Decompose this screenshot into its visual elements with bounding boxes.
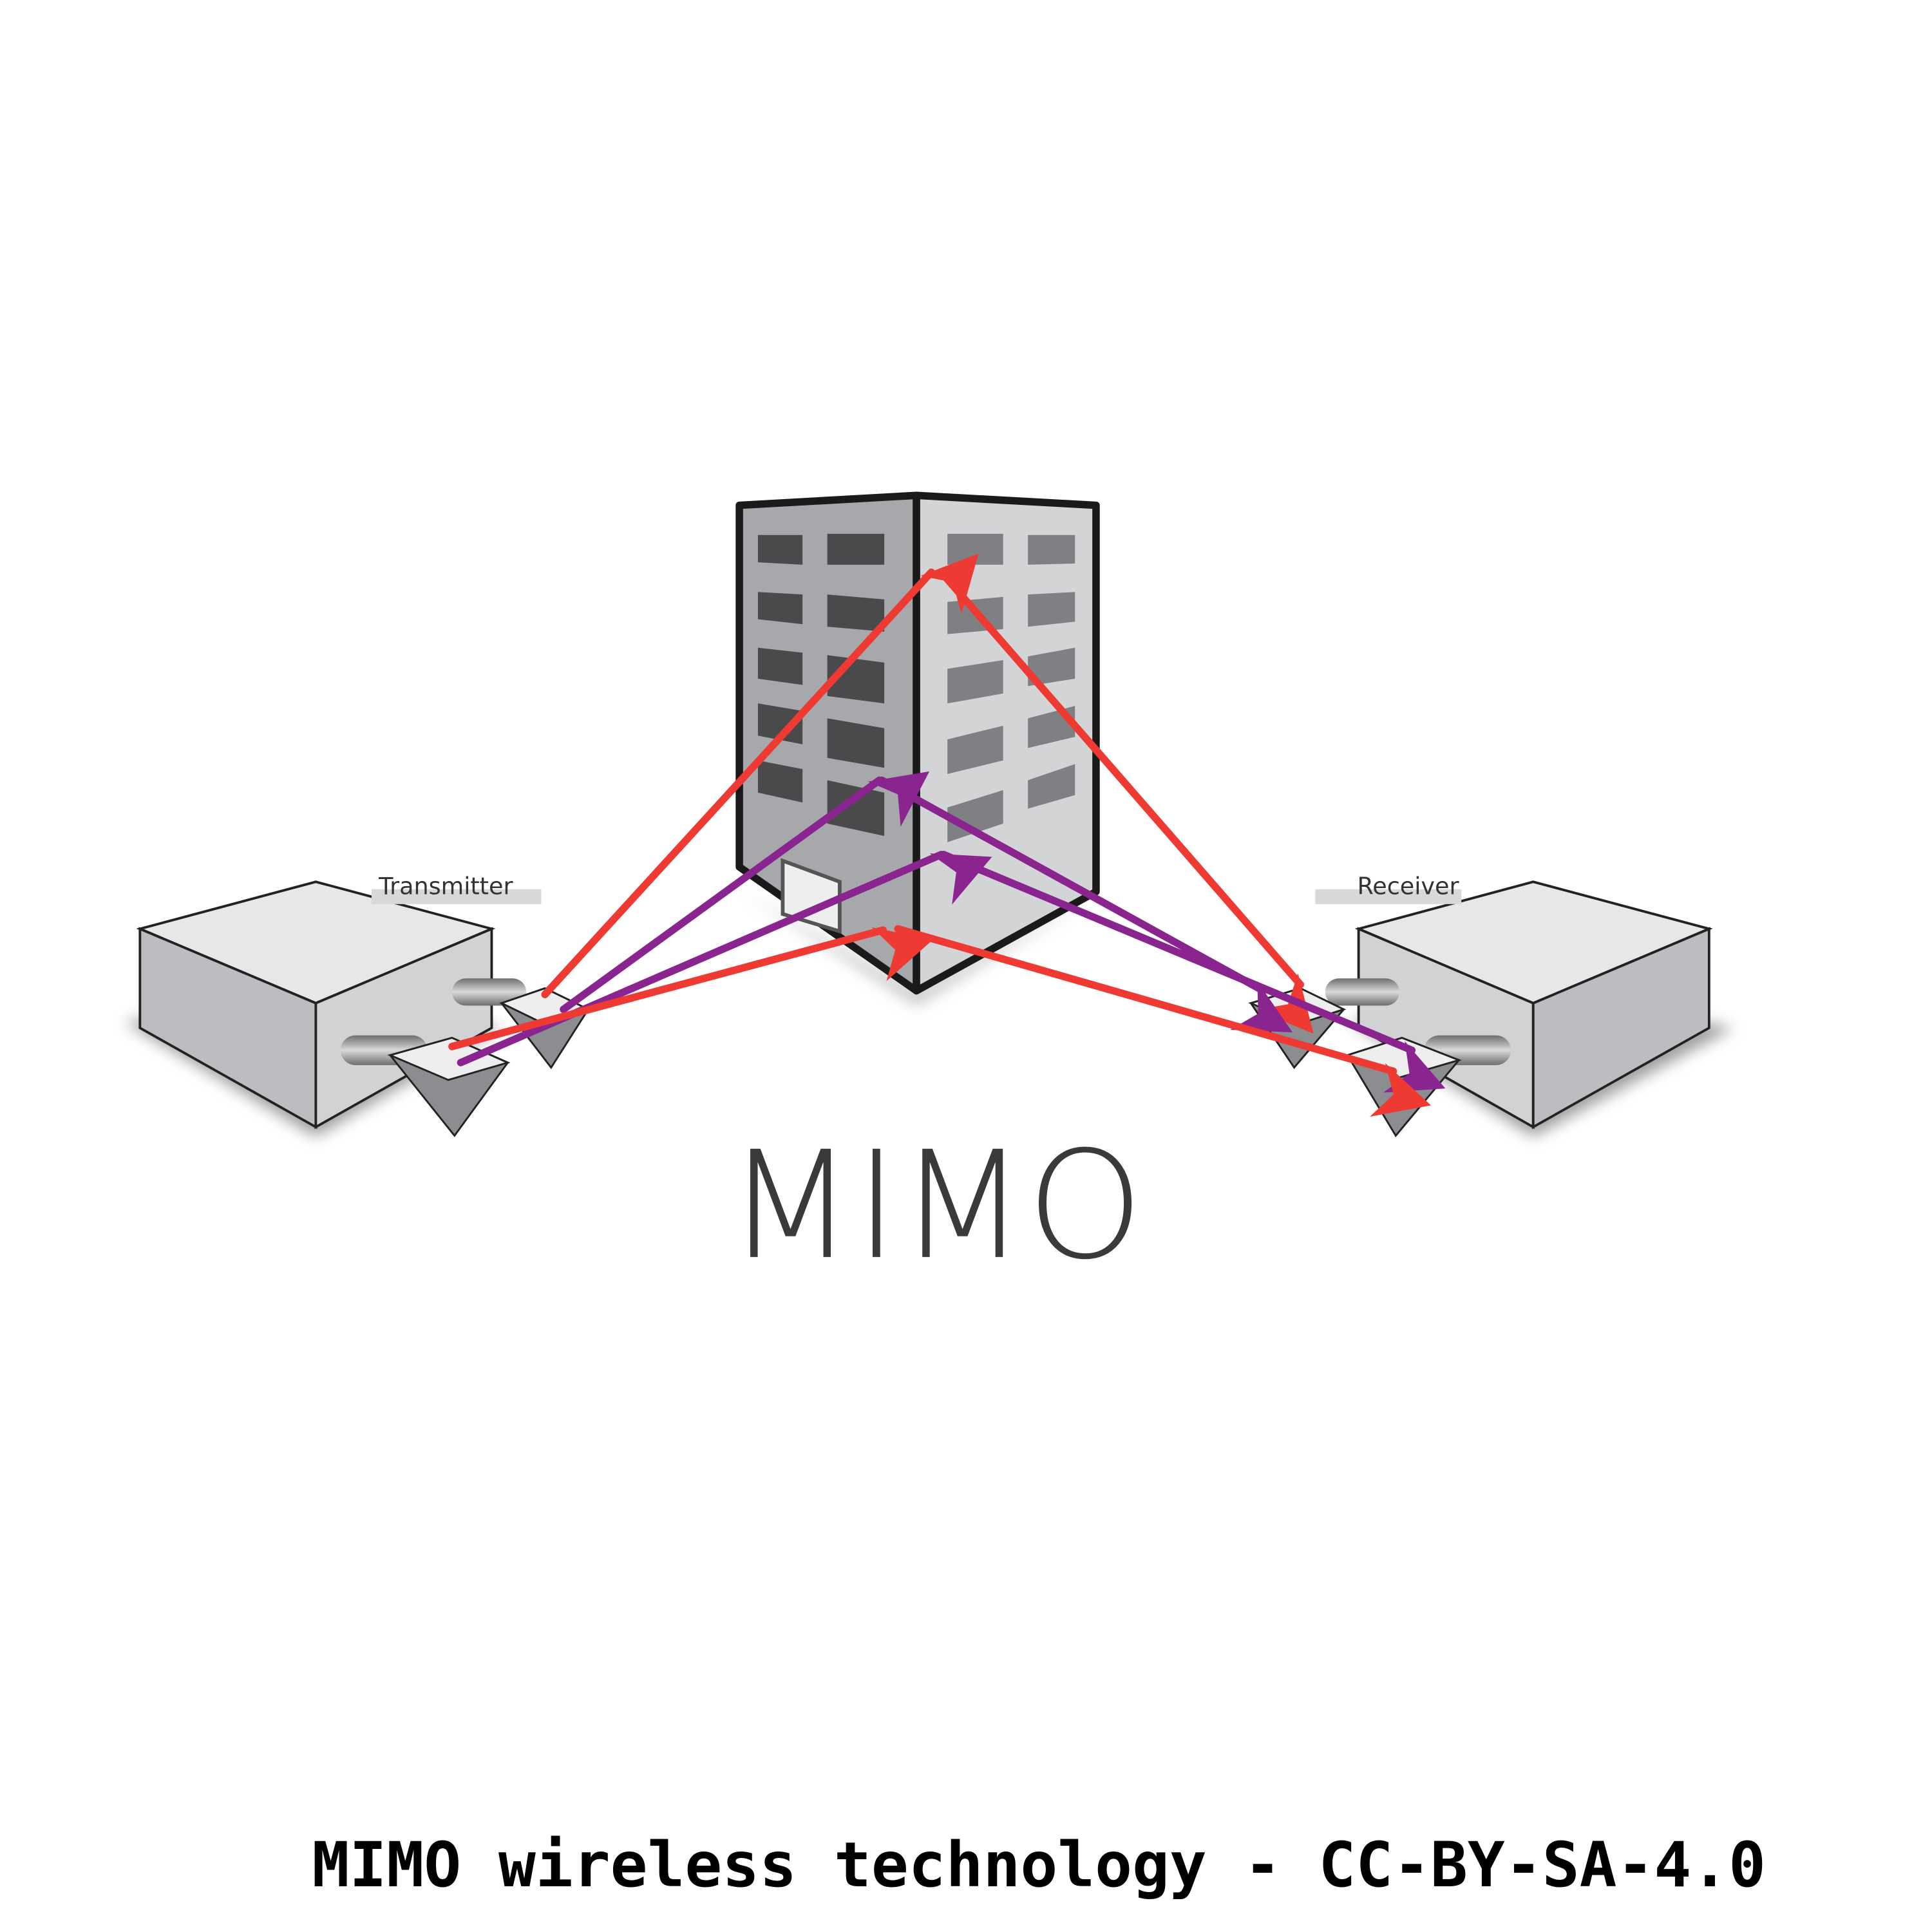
transmitter-label-bar bbox=[371, 889, 542, 904]
receiver-label-bar bbox=[1315, 889, 1462, 904]
purple-path-tx-to-building-mid bbox=[560, 771, 930, 1014]
receiver-cable-1 bbox=[1325, 978, 1400, 1006]
red-path-tx-to-building-base bbox=[448, 926, 933, 1050]
receiver-label: Receiver bbox=[1358, 872, 1460, 900]
transmitter-antenna-2 bbox=[387, 1037, 511, 1137]
receiver: Receiver bbox=[1248, 872, 1734, 1137]
purple-path-tx-to-building-low bbox=[457, 851, 992, 1066]
diagram-title: MIMO bbox=[726, 1120, 1144, 1293]
red-path-building-top-to-rx bbox=[937, 568, 1314, 1034]
purple-path-building-mid-to-rx bbox=[878, 776, 1293, 1033]
caption: MIMO wireless technology - CC-BY-SA-4.0 bbox=[312, 1829, 1766, 1901]
red-path-building-base-to-rx bbox=[894, 925, 1432, 1117]
transmitter-label: Transmitter bbox=[378, 872, 513, 900]
purple-path-building-low-to-rx bbox=[940, 851, 1446, 1093]
building bbox=[735, 491, 1100, 1006]
red-path-tx-to-building-top bbox=[541, 553, 979, 998]
transmitter-cable-1 bbox=[451, 978, 527, 1006]
transmitter: Transmitter bbox=[124, 872, 591, 1137]
building-windows-right bbox=[947, 533, 1075, 842]
